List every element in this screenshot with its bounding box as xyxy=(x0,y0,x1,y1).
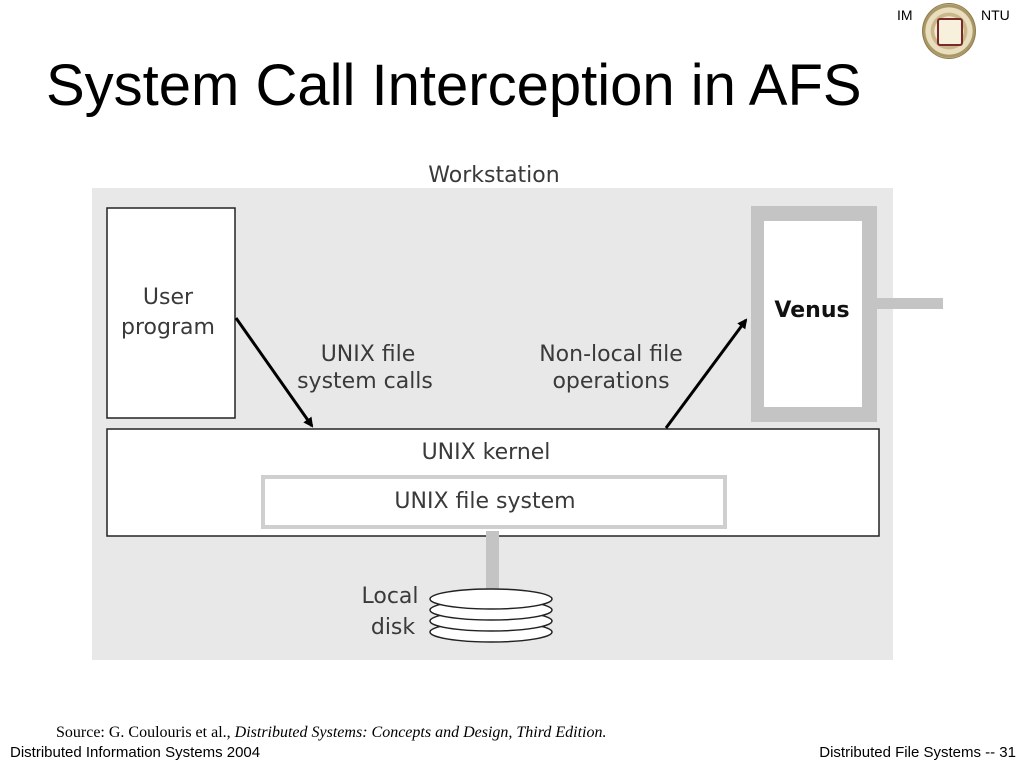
unix-kernel-label: UNIX kernel xyxy=(422,440,551,465)
nonlocal-operation-arrow xyxy=(664,318,748,429)
footer-course-title: Distributed Information Systems 2004 xyxy=(10,744,261,761)
university-seal-icon xyxy=(922,3,976,59)
local-disk-icon xyxy=(429,588,553,643)
source-citation: Source: G. Coulouris et al., Distributed… xyxy=(56,724,606,742)
venus-label: Venus xyxy=(774,298,849,323)
user-program-label-line2: program xyxy=(121,315,215,340)
source-book-title: Distributed Systems: Concepts and Design… xyxy=(234,724,607,741)
nonlocal-label-line1: Non-local file xyxy=(539,342,683,367)
venus-box xyxy=(764,221,862,407)
source-prefix: Source: G. Coulouris et al., xyxy=(56,724,235,741)
header-im-label: IM xyxy=(897,7,913,23)
unix-calls-label-line1: UNIX file xyxy=(321,342,416,367)
unix-calls-label-line2: system calls xyxy=(297,369,433,394)
user-program-box xyxy=(106,207,236,419)
user-program-label-line1: User xyxy=(143,285,194,310)
venus-connector xyxy=(875,298,943,309)
unix-file-system-label: UNIX file system xyxy=(394,489,575,514)
footer-slide-number: Distributed File Systems -- 31 xyxy=(819,744,1016,761)
unix-file-system-box xyxy=(261,475,727,529)
page-title: System Call Interception in AFS xyxy=(46,53,862,118)
local-disk-label-line2: disk xyxy=(371,615,416,640)
workstation-label: Workstation xyxy=(428,163,559,188)
seal-emblem xyxy=(937,18,963,46)
system-call-arrow xyxy=(234,317,314,428)
local-disk-label-line1: Local xyxy=(361,584,418,609)
disk-connector xyxy=(486,531,499,595)
nonlocal-label-line2: operations xyxy=(552,369,669,394)
header-ntu-label: NTU xyxy=(981,7,1010,23)
